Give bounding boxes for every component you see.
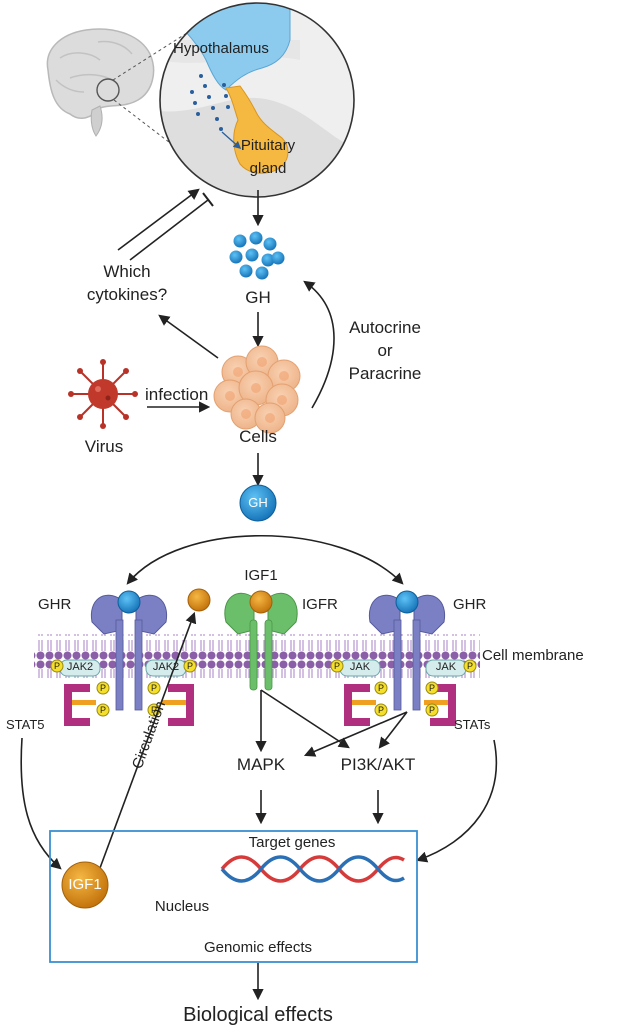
autocrine-label-line2: or — [377, 341, 393, 360]
phospho-circles — [50, 659, 477, 717]
jak2-left-label: JAK2 — [66, 661, 94, 673]
arrow-stat5-to-igf1 — [20, 737, 62, 870]
stats-right — [344, 684, 456, 726]
cytokines-label-line1: Which — [103, 262, 151, 281]
arrow-inhibition — [129, 199, 209, 261]
cell-membrane-label: Cell membrane — [482, 647, 584, 664]
arrow-igfr-to-pi3k — [260, 689, 350, 749]
arrow-stats-to-nucleus — [415, 739, 498, 863]
pituitary-label-line2: gland — [249, 160, 287, 177]
genomic-effects-label: Genomic effects — [203, 939, 313, 956]
igf1-nuclear-label: IGF1 — [68, 876, 102, 893]
igf1-label: IGF1 — [244, 567, 278, 584]
stat5-label: STAT5 — [6, 717, 45, 732]
phospho-label: P — [99, 683, 107, 693]
igf1-circulating — [187, 588, 211, 612]
phospho-label: P — [53, 661, 61, 671]
gh-ball-label: GH — [248, 495, 268, 510]
phospho-label: P — [466, 661, 474, 671]
cytokines-label-line2: cytokines? — [86, 285, 168, 304]
phospho-label: P — [186, 661, 194, 671]
gh-label: GH — [245, 288, 271, 307]
phospho-label: P — [428, 683, 436, 693]
gh-molecules-icon — [229, 231, 285, 280]
gh-molecule — [239, 484, 277, 522]
phospho-label: P — [99, 705, 107, 715]
stats-label: STATs — [454, 717, 491, 732]
phospho-label: P — [377, 683, 385, 693]
infection-label: infection — [145, 385, 209, 404]
stat5-left — [64, 684, 194, 726]
ghr-right-label: GHR — [453, 596, 487, 613]
pituitary-label-line1: Pituitary — [240, 137, 296, 154]
arrow-stimulation — [117, 188, 200, 251]
cells-label: Cells — [239, 427, 277, 446]
hypothalamus-pituitary-view — [159, 2, 355, 198]
arrow-cells-to-cytokines — [158, 314, 219, 359]
autocrine-label-line1: Autocrine — [349, 318, 421, 337]
phospho-label: P — [428, 705, 436, 715]
ghr-right-receptor — [368, 590, 446, 711]
ghr-left-label: GHR — [38, 596, 72, 613]
igf1-nuclear — [61, 861, 109, 909]
arrow-ghr-to-mapk — [303, 711, 408, 757]
inhibition-bar — [202, 192, 214, 207]
nucleus-box — [49, 830, 418, 963]
phospho-label: P — [150, 705, 158, 715]
jak2-right-label: JAK2 — [152, 661, 180, 673]
jak-right-label: JAK — [435, 661, 457, 673]
jak-left-label: JAK — [349, 661, 371, 673]
phospho-label: P — [150, 683, 158, 693]
phospho-label: P — [333, 661, 341, 671]
pi3k-akt-label: PI3K/AKT — [340, 755, 416, 774]
igfr-receptor — [224, 590, 298, 691]
arrow-circulation — [99, 611, 197, 869]
brain-icon — [46, 28, 155, 137]
nucleus-label: Nucleus — [154, 898, 210, 915]
phospho-label: P — [377, 705, 385, 715]
virus-label: Virus — [84, 437, 124, 456]
target-genes-label: Target genes — [248, 834, 336, 851]
autocrine-label-line3: Paracrine — [348, 364, 422, 383]
virus-icon — [68, 359, 138, 429]
mapk-label: MAPK — [236, 755, 286, 774]
arrow-autocrine — [303, 280, 335, 409]
igfr-label: IGFR — [302, 596, 338, 613]
dna-icon — [220, 855, 405, 883]
cell-nuclei — [225, 357, 289, 423]
arrow-ghr-to-pi3k — [378, 711, 408, 749]
biological-effects-label: Biological effects — [183, 1004, 333, 1026]
ghr-left-receptor — [90, 590, 168, 711]
arrow-gh-to-receptors — [126, 535, 404, 585]
hypothalamus-label: Hypothalamus — [173, 40, 269, 57]
